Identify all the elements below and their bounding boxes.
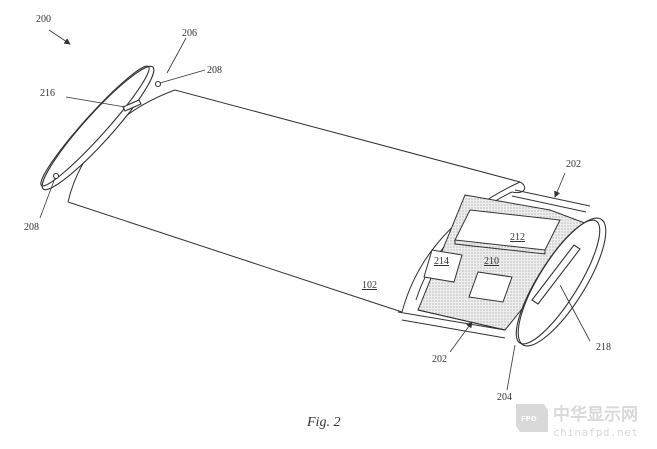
label-218: 218: [596, 342, 611, 353]
label-214: 214: [434, 256, 449, 267]
end-cap-206: [40, 65, 162, 191]
label-200: 200: [36, 14, 51, 25]
label-204: 204: [497, 392, 512, 403]
label-208-bottom: 208: [24, 222, 39, 233]
watermark-domain: chinafpd.net: [553, 426, 638, 439]
figure-caption: Fig. 2: [306, 415, 340, 430]
component-210: [468, 271, 513, 303]
label-202-lower: 202: [432, 354, 447, 365]
port-208-top: [154, 80, 162, 88]
watermark-name: 中华显示网: [553, 404, 638, 425]
watermark-badge: FPD: [521, 415, 537, 423]
label-216: 216: [40, 88, 55, 99]
reference-labels: 200 206 208 216 208 202 212 214 210 102 …: [24, 14, 611, 403]
label-212: 212: [510, 232, 525, 243]
label-208-top: 208: [207, 65, 222, 76]
label-102: 102: [362, 280, 377, 291]
watermark-logo: FPD: [516, 404, 548, 432]
port-208-bottom: [52, 172, 60, 180]
leader-lines: [39, 29, 591, 391]
component-214: [423, 249, 463, 283]
rails: [397, 189, 591, 339]
label-202-upper: 202: [566, 159, 581, 170]
watermark: FPD 中华显示网 chinafpd.net: [516, 404, 638, 439]
component-212: [454, 209, 561, 255]
slot-216: [122, 99, 142, 112]
label-210: 210: [484, 256, 499, 267]
slot-218: [531, 244, 581, 305]
label-206: 206: [182, 28, 197, 39]
end-cap-204: [515, 217, 607, 347]
